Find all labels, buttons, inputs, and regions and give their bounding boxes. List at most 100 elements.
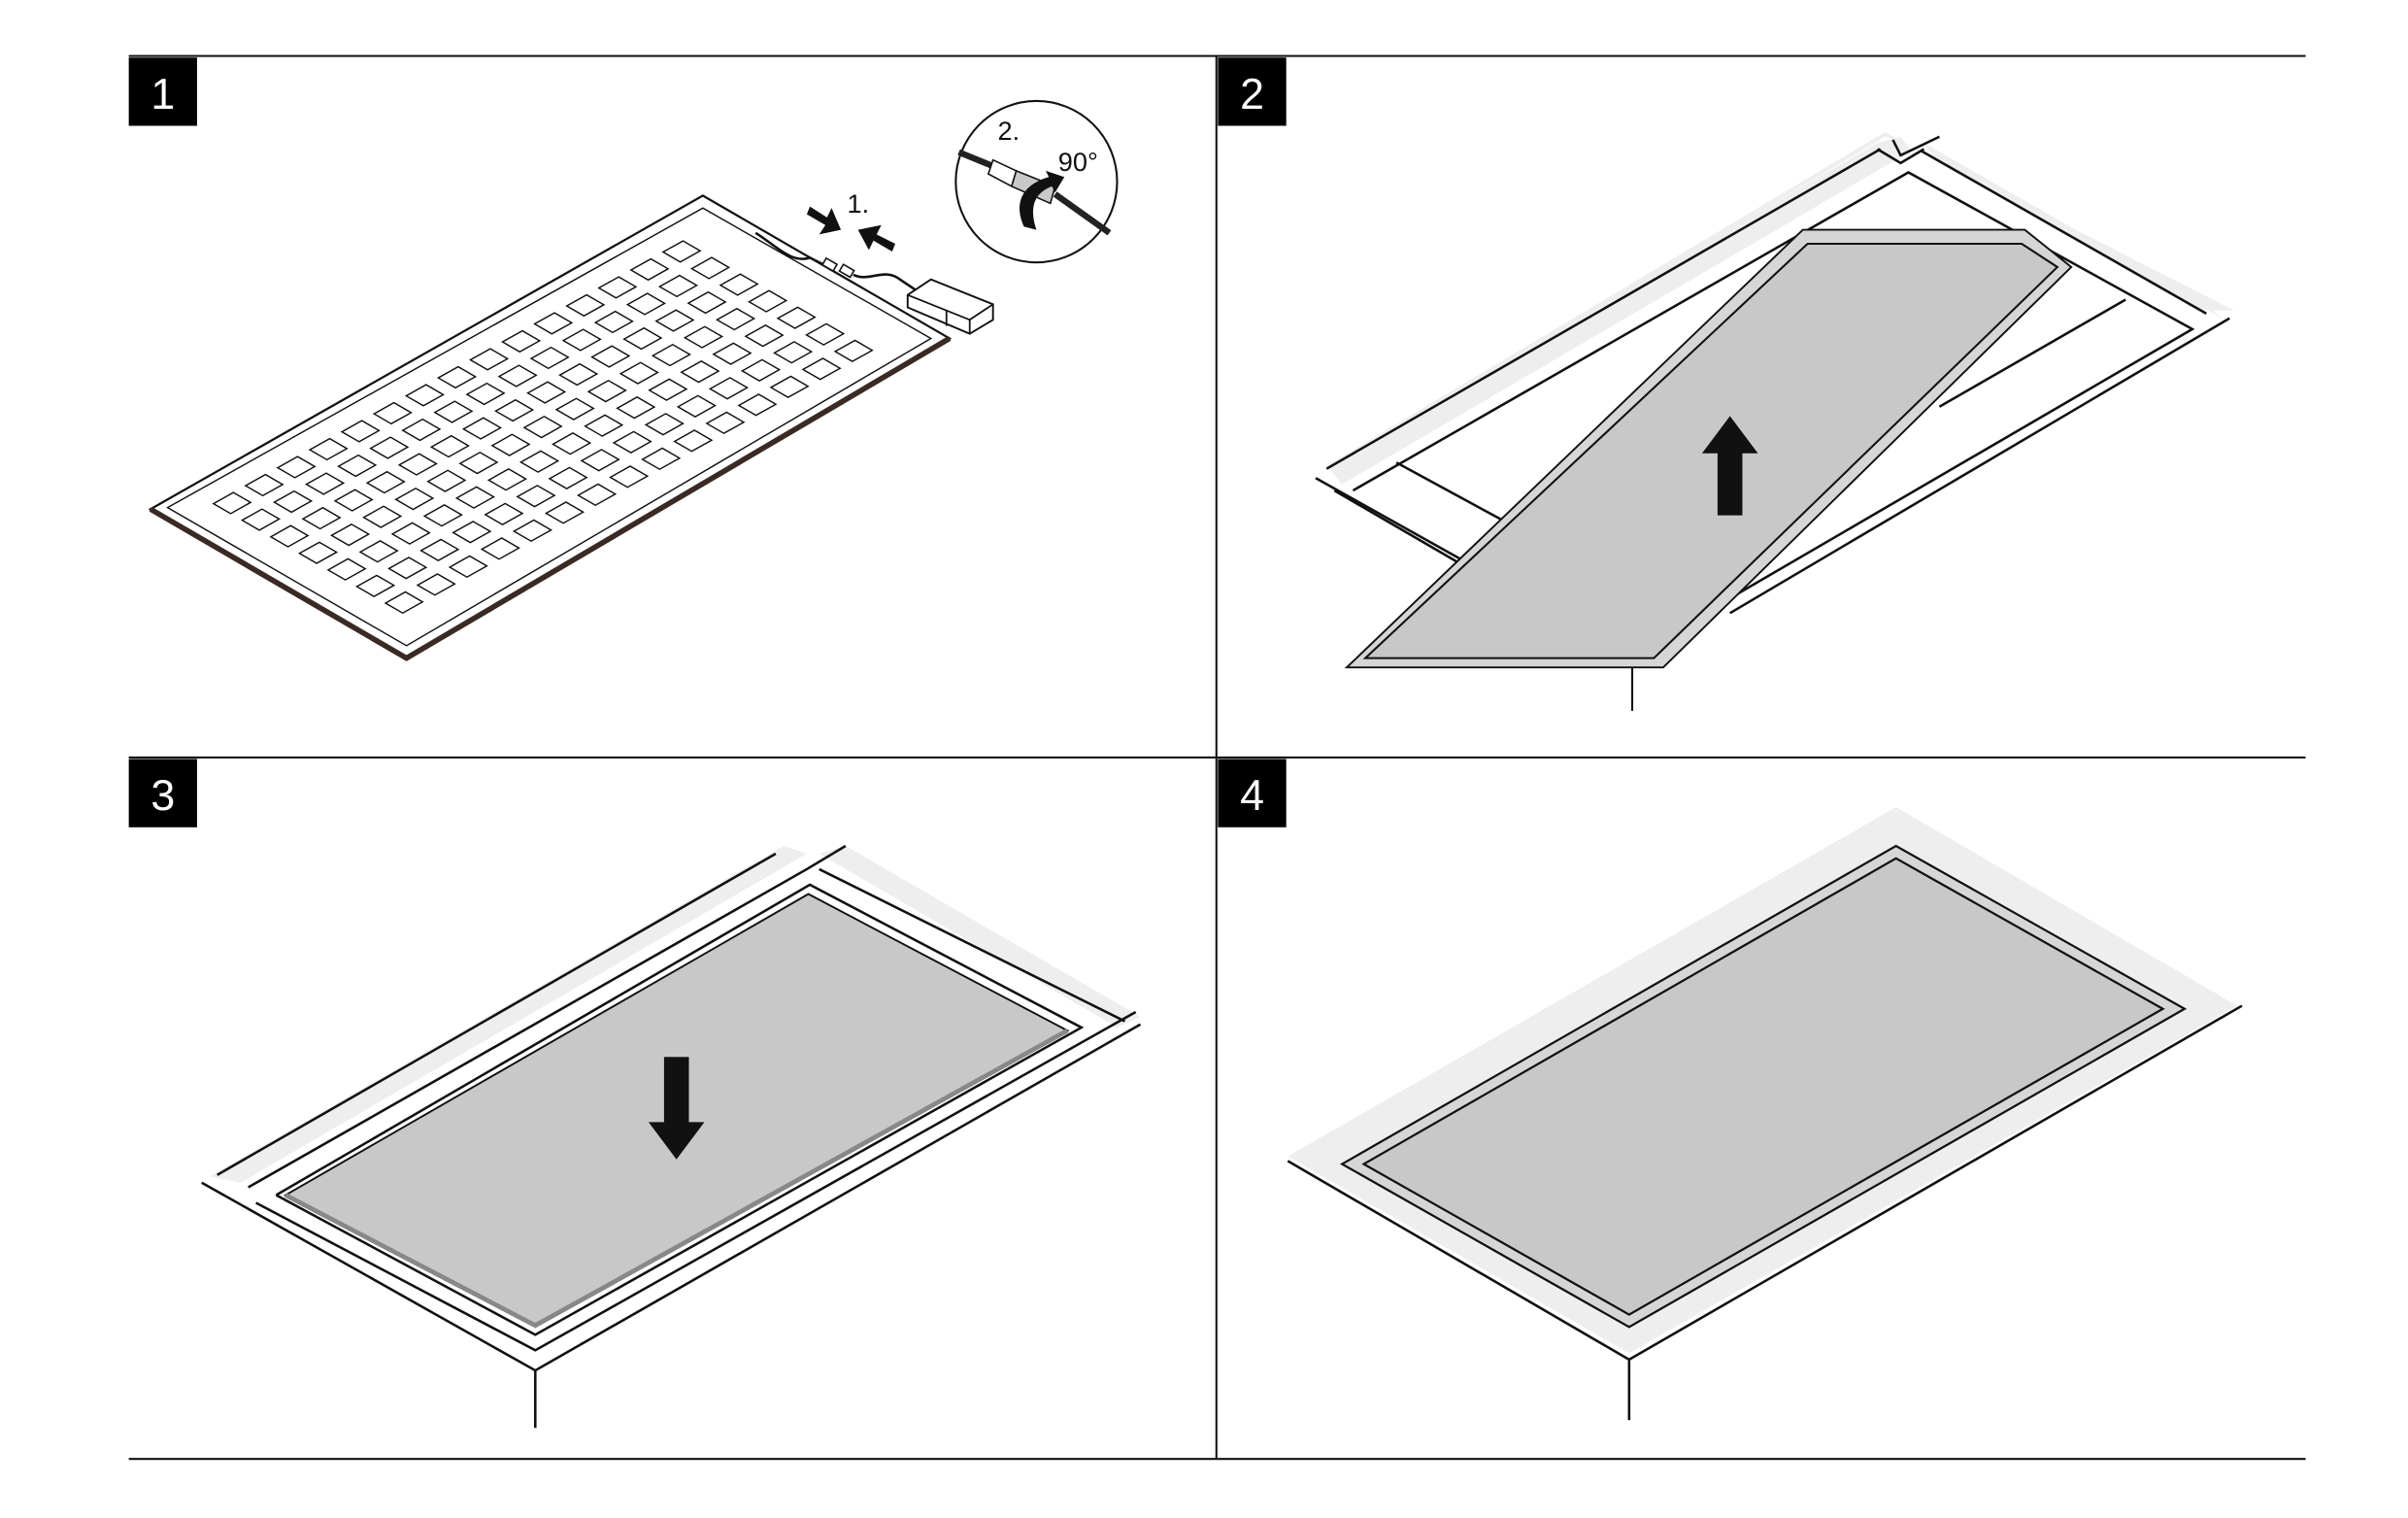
mat-cell [272,489,314,514]
mat-cell [748,289,788,313]
mat-cell [616,396,656,420]
mat-cell [744,324,785,348]
mat-cell [404,384,445,407]
mat-cell [680,360,720,384]
mat-cell [593,310,634,334]
connector-box [906,278,994,335]
mat-cell [458,451,499,475]
mat-cell [776,306,817,329]
flush-panel [1339,844,2188,1329]
mat-cell [340,420,381,443]
mat-cell [533,312,574,335]
mat-cell [708,377,750,400]
mat-cell [422,504,463,527]
mat-cell [397,453,438,476]
mat-cell [497,364,538,388]
mat-cell [641,447,682,471]
mat-cell [805,322,846,346]
mat-cell [333,489,374,512]
mat-cell [433,400,474,423]
step-number: 4 [1240,771,1264,820]
mat-cell [622,326,663,351]
mat-cell [516,485,556,508]
mat-cell [518,450,560,473]
mat-cell [297,541,339,564]
mat-cell [609,465,650,489]
mat-cell [326,557,367,581]
mat-cell [490,433,531,456]
mat-cell [715,307,756,331]
mat-cell [586,379,627,403]
arrow-up-icon [1701,416,1758,516]
mat-cell [484,502,524,525]
push-arrows-icon [806,206,896,252]
mat-cell [480,537,520,560]
mat-cell [683,325,724,349]
mat-cell [565,293,606,318]
step-badge-1: 1 [128,57,197,126]
mat-cell [676,394,717,418]
mat-cell [212,491,252,515]
mat-cell [522,415,563,439]
step-badge-4: 4 [1218,759,1287,827]
mat-cell [558,362,599,387]
mat-cell [372,401,413,425]
rotation-label: 90° [1058,147,1098,177]
mat-cell [362,505,403,528]
mat-cell [657,274,699,298]
mat-cell [512,519,552,543]
mat-cell [737,393,778,417]
mat-cell [416,573,456,596]
ceiling-band [209,845,807,1183]
panel-being-inserted [1344,228,2073,711]
mat-cell [597,276,638,299]
panel-grid-lines [128,54,2306,1461]
mat-cell [833,339,874,362]
mat-cell [305,472,346,495]
mat-cell [673,429,714,453]
mat-cell [773,341,814,364]
mat-cell [355,574,396,597]
mat-cell [548,466,588,489]
mat-cell [240,508,282,531]
mat-cell [465,382,506,406]
mat-cell [526,381,567,404]
cable [754,231,920,293]
mat-cell [801,357,842,381]
mat-cell [654,309,695,332]
mat-cell [301,506,342,530]
mat-cell [612,430,652,454]
mat-cell [577,483,618,507]
mat-cell [561,328,602,352]
mat-cell [468,348,510,371]
mat-cell [387,557,428,580]
ceiling-band [1326,131,2235,466]
mat-cell [493,398,535,422]
mat-cell [544,501,585,524]
mat-cell [461,417,503,440]
mat-cell [276,455,317,479]
mat-cell [590,345,631,368]
mat-cell [705,411,746,435]
heating-mat [148,194,953,661]
mat-cell [330,523,371,547]
mat-cell [426,469,467,492]
mat-cell [769,375,810,399]
mat-cell [454,486,495,509]
mat-cell [651,343,691,367]
mat-cell [625,292,666,316]
mat-cell [629,257,670,282]
mat-cell [554,397,595,421]
mat-cell [452,521,492,544]
step-number: 2 [1240,70,1264,118]
mat-cell [719,273,759,296]
ceiling-grid [1287,1004,2243,1421]
step-1-illustration: 1. 2. 90° [148,99,1119,661]
mat-cell [448,555,488,579]
mat-cell [358,540,399,563]
mat-cell [712,342,752,365]
mat-cell [486,468,528,491]
mat-cell [269,524,310,548]
rotate-arrow-icon [1020,170,1065,230]
